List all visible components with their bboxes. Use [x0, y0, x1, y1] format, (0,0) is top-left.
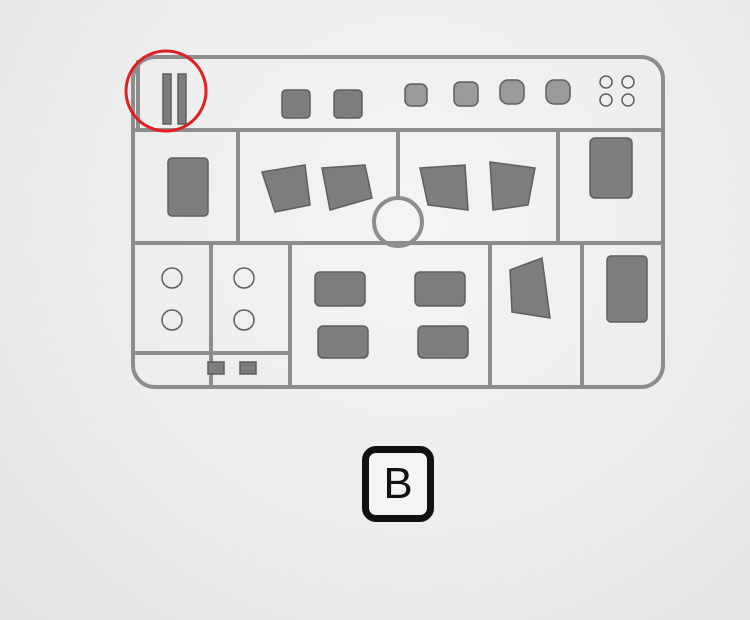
sprue-letter: B — [383, 459, 413, 508]
sprue-label-badge: B — [362, 446, 434, 522]
sprue-frame — [131, 55, 665, 389]
highlight-circle — [124, 49, 208, 133]
sprue-parts — [161, 73, 648, 375]
